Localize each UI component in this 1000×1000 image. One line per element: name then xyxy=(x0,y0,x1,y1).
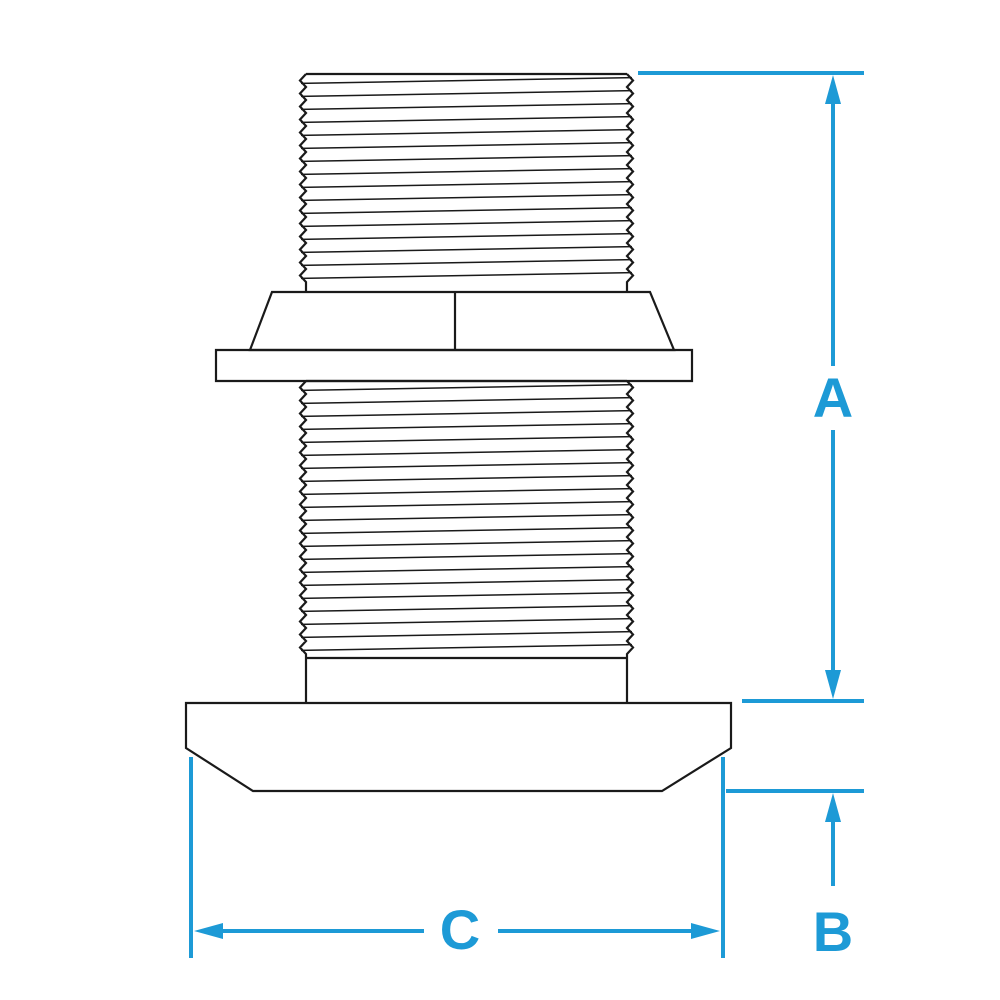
dimension-b: B xyxy=(726,789,864,963)
dimension-c: C xyxy=(189,757,725,961)
dim-c-arrow-left-icon xyxy=(194,923,223,939)
dim-a-label: A xyxy=(813,366,853,429)
dim-a-arrow-down-icon xyxy=(825,670,841,699)
fitting-body xyxy=(184,72,733,793)
nut-washer-flange xyxy=(214,348,694,383)
dim-b-label: B xyxy=(813,900,853,963)
dimension-a: A xyxy=(638,71,864,703)
base-flange xyxy=(184,701,733,793)
dimension-annotations: A B C xyxy=(189,71,864,963)
lower-thread-section xyxy=(298,379,635,658)
dim-a-arrow-up-icon xyxy=(825,75,841,104)
dim-b-arrow-up-icon xyxy=(825,793,841,822)
hex-nut xyxy=(248,290,676,352)
dim-c-arrow-right-icon xyxy=(691,923,720,939)
dim-c-label: C xyxy=(440,898,480,961)
upper-thread-section xyxy=(298,72,635,291)
